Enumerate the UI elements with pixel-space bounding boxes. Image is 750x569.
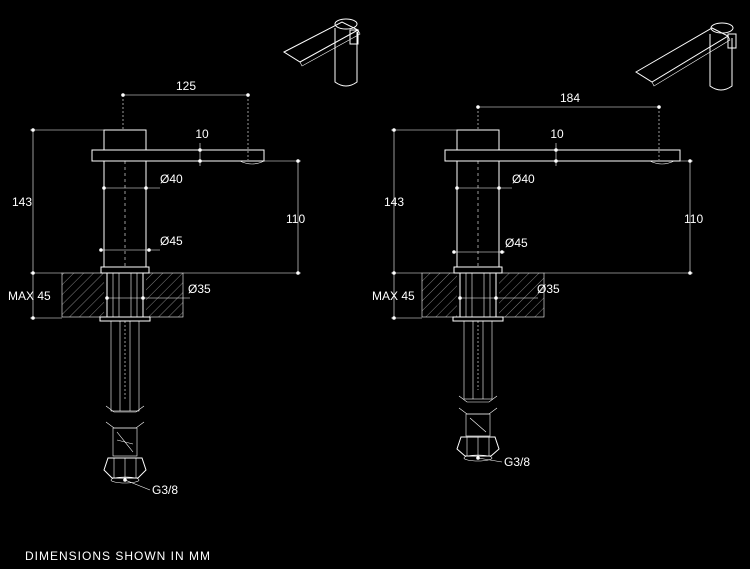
aerator xyxy=(649,160,675,165)
countertop-section xyxy=(61,272,184,318)
label-outlet-height: 110 xyxy=(286,212,305,226)
faucet-thumbnail-icon xyxy=(282,18,361,87)
aerator xyxy=(239,160,265,165)
label-connection: G3/8 xyxy=(152,483,178,497)
handle-cap xyxy=(103,129,147,151)
base-ring xyxy=(100,266,150,274)
supply-hose xyxy=(103,320,147,484)
lock-nut xyxy=(99,316,151,322)
label-spout-length: 184 xyxy=(560,91,580,105)
faucet-view-left: 125 10 Ø40 Ø45 143 110 MAX 45 Ø35 G3/8 xyxy=(8,18,361,497)
supply-hose xyxy=(456,320,500,462)
label-shank-diameter: Ø35 xyxy=(188,282,211,296)
label-total-height: 143 xyxy=(384,195,404,209)
label-spout-length: 125 xyxy=(176,79,196,93)
label-base-diameter: Ø45 xyxy=(505,236,528,250)
label-max-deck: MAX 45 xyxy=(372,289,415,303)
label-shank-diameter: Ø35 xyxy=(537,282,560,296)
label-spout-thickness: 10 xyxy=(550,127,564,141)
lock-nut xyxy=(452,316,504,322)
label-outlet-height: 110 xyxy=(684,212,703,226)
label-connection: G3/8 xyxy=(504,455,530,469)
dimension-lines xyxy=(30,93,301,491)
faucet-view-right: 184 10 Ø40 Ø45 143 110 MAX 45 Ø35 G3/8 xyxy=(372,22,737,469)
handle-cap xyxy=(456,129,500,151)
dimension-lines xyxy=(391,105,693,463)
label-spout-thickness: 10 xyxy=(195,127,209,141)
spout xyxy=(91,149,265,162)
label-total-height: 143 xyxy=(12,195,32,209)
footer-note: DIMENSIONS SHOWN IN MM xyxy=(25,549,211,563)
spout xyxy=(444,149,681,162)
label-base-diameter: Ø45 xyxy=(160,234,183,248)
countertop-section xyxy=(421,272,545,318)
faucet-thumbnail-icon xyxy=(635,22,737,91)
label-body-diameter: Ø40 xyxy=(160,172,183,186)
label-max-deck: MAX 45 xyxy=(8,289,51,303)
base-ring xyxy=(453,266,503,274)
label-body-diameter: Ø40 xyxy=(512,172,535,186)
